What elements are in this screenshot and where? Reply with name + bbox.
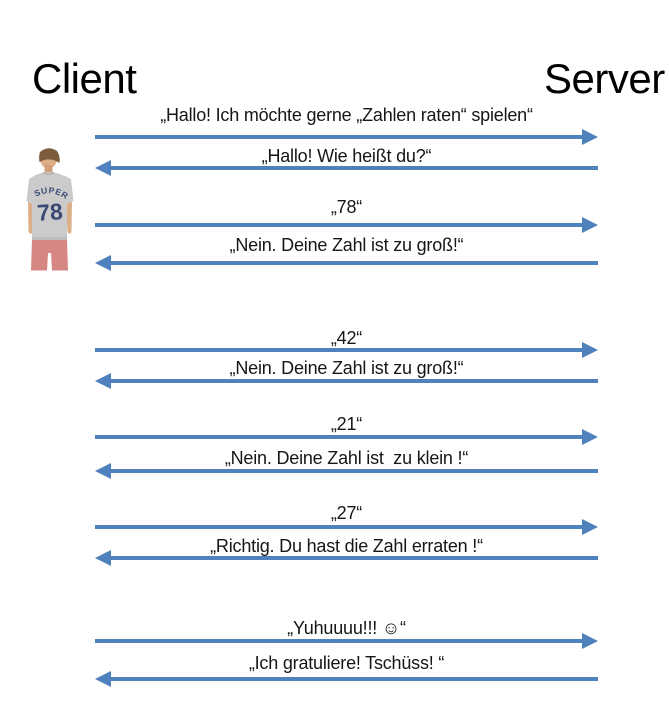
arrow-shaft xyxy=(109,166,598,170)
client-heading: Client xyxy=(32,55,137,102)
message-label: „42“ xyxy=(330,328,363,348)
arrow-client-to-server xyxy=(95,217,598,233)
arrow-shaft xyxy=(109,379,598,383)
message-label: „27“ xyxy=(330,503,363,523)
person-back-view-illustration: SUPER 78 xyxy=(26,148,74,271)
arrow-shaft xyxy=(95,525,584,529)
arrow-server-to-client xyxy=(95,160,598,176)
message-label: „Hallo! Wie heißt du?“ xyxy=(261,146,432,166)
arrow-server-to-client xyxy=(95,463,598,479)
message-label: „21“ xyxy=(330,414,363,434)
arrowhead-icon xyxy=(582,429,598,445)
message-label: „Nein. Deine Zahl ist zu groß!“ xyxy=(229,235,464,255)
server-heading: Server xyxy=(544,55,665,102)
arrow-server-to-client xyxy=(95,255,598,271)
message-label: „78“ xyxy=(330,197,363,217)
arrow-client-to-server xyxy=(95,519,598,535)
arrow-server-to-client xyxy=(95,671,598,687)
arrowhead-icon xyxy=(95,671,111,687)
arrowhead-icon xyxy=(582,129,598,145)
arrowhead-icon xyxy=(582,342,598,358)
arrow-shaft xyxy=(95,639,584,643)
shirt-number-text: 78 xyxy=(36,198,64,226)
message-label: „Yuhuuuu!!! ☺“ xyxy=(287,618,406,638)
arrow-shaft xyxy=(109,261,598,265)
arrow-shaft xyxy=(95,223,584,227)
arrowhead-icon xyxy=(95,550,111,566)
arrow-shaft xyxy=(109,677,598,681)
arrowhead-icon xyxy=(95,463,111,479)
arrow-client-to-server xyxy=(95,342,598,358)
arrow-server-to-client xyxy=(95,373,598,389)
arrow-shaft xyxy=(95,435,584,439)
arrow-shaft xyxy=(95,135,584,139)
message-label: „Ich gratuliere! Tschüss! “ xyxy=(248,653,445,673)
arrow-shaft xyxy=(95,348,584,352)
message-label: „Richtig. Du hast die Zahl erraten !“ xyxy=(210,536,483,556)
arrow-client-to-server xyxy=(95,129,598,145)
arrowhead-icon xyxy=(95,255,111,271)
arrowhead-icon xyxy=(582,217,598,233)
client-person-photo: SUPER 78 xyxy=(17,146,85,272)
arrow-server-to-client xyxy=(95,550,598,566)
arrowhead-icon xyxy=(95,160,111,176)
arrow-shaft xyxy=(109,556,598,560)
arrow-client-to-server xyxy=(95,633,598,649)
arrow-shaft xyxy=(109,469,598,473)
arrowhead-icon xyxy=(582,633,598,649)
message-label: „Nein. Deine Zahl ist zu groß!“ xyxy=(229,358,464,378)
message-label: „Nein. Deine Zahl ist zu klein !“ xyxy=(224,448,469,468)
arrowhead-icon xyxy=(95,373,111,389)
message-label: „Hallo! Ich möchte gerne „Zahlen raten“ … xyxy=(160,105,533,125)
arrow-client-to-server xyxy=(95,429,598,445)
arrowhead-icon xyxy=(582,519,598,535)
